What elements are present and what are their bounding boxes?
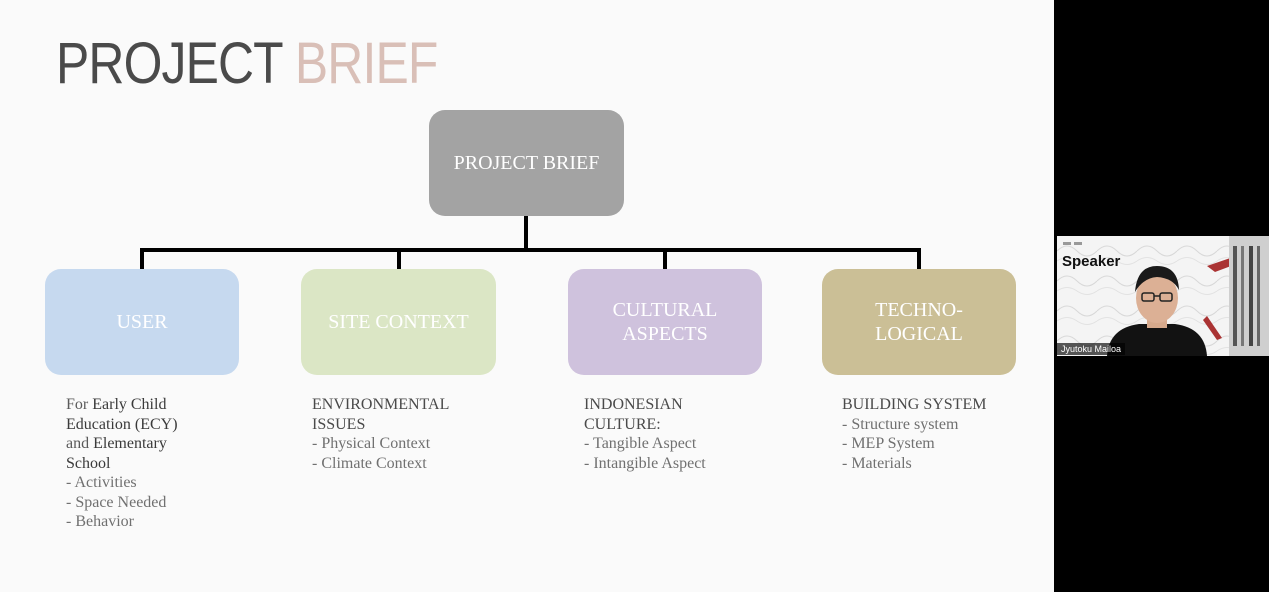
user-item: - Behavior — [66, 513, 134, 530]
cultural-aspects-label-line1: CULTURAL — [612, 299, 718, 321]
site-context-box: SITE CONTEXT — [301, 269, 496, 375]
connector-tech — [917, 248, 921, 269]
speaker-video-tile[interactable]: Speaker Jyutoku Mailoa — [1057, 236, 1269, 356]
culture-desc-head1: INDONESIAN — [584, 396, 683, 413]
culture-description: INDONESIAN CULTURE: - Tangible Aspect - … — [584, 395, 706, 473]
user-item: - Activities — [66, 474, 137, 491]
tech-item: - MEP System — [842, 435, 935, 452]
site-desc-head2: ISSUES — [312, 415, 366, 433]
user-box-label: USER — [116, 311, 168, 333]
user-item: - Space Needed — [66, 493, 167, 511]
project-brief-box-label: PROJECT BRIEF — [453, 152, 600, 174]
site-desc-head1: ENVIRONMENTAL — [312, 396, 450, 413]
tech-item: - Materials — [842, 454, 912, 472]
user-box: USER — [45, 269, 239, 375]
project-brief-box: PROJECT BRIEF — [429, 110, 624, 216]
participant-name: Jyutoku Mailoa — [1057, 343, 1126, 355]
slide-title: PROJECT BRIEF — [56, 30, 438, 97]
user-description: For Early Child Education (ECY) and Elem… — [66, 395, 178, 532]
speaker-label: Speaker — [1062, 253, 1121, 270]
tech-item: - Structure system — [842, 415, 959, 433]
connector-culture — [663, 248, 667, 269]
user-desc-line2: Education (ECY) — [66, 415, 178, 433]
user-desc-line1: For Early Child — [66, 396, 167, 413]
site-description: ENVIRONMENTAL ISSUES - Physical Context … — [312, 395, 449, 473]
user-desc-line3: and Elementary — [66, 435, 167, 452]
speaker-video-frame — [1057, 236, 1269, 356]
connector-site — [397, 248, 401, 269]
connector-horizontal — [140, 248, 921, 252]
title-word-brief: BRIEF — [294, 31, 438, 96]
user-desc-line4: School — [66, 454, 111, 472]
connector-user — [140, 248, 144, 269]
tech-desc-head1: BUILDING SYSTEM — [842, 396, 987, 413]
site-item: - Climate Context — [312, 454, 427, 472]
connector-root-stem — [524, 216, 528, 250]
cultural-aspects-label-line2: ASPECTS — [622, 323, 708, 345]
site-item: - Physical Context — [312, 435, 431, 452]
culture-item: - Intangible Aspect — [584, 454, 706, 472]
presentation-slide: PROJECT BRIEF PROJECT BRIEF USER SITE CO… — [0, 0, 1054, 592]
technological-label-line1: TECHNO- — [875, 299, 963, 321]
technological-label-line2: LOGICAL — [875, 323, 963, 345]
culture-desc-head2: CULTURE: — [584, 415, 661, 433]
technological-box: TECHNO- LOGICAL — [822, 269, 1016, 375]
cultural-aspects-box: CULTURAL ASPECTS — [568, 269, 762, 375]
culture-item: - Tangible Aspect — [584, 435, 697, 452]
tech-description: BUILDING SYSTEM - Structure system - MEP… — [842, 395, 986, 473]
site-context-box-label: SITE CONTEXT — [328, 311, 469, 333]
title-word-project: PROJECT — [56, 31, 283, 96]
